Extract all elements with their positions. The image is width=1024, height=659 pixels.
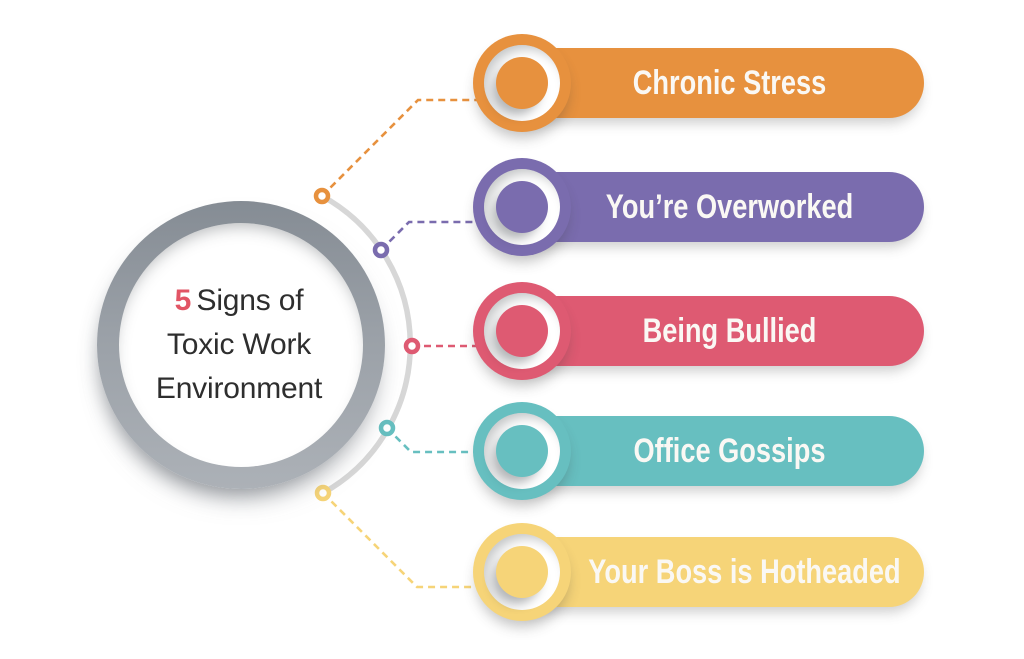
pill-ring-core	[496, 181, 548, 233]
connector-bullied	[403, 337, 476, 355]
list-item-bullied: Being Bullied	[473, 282, 924, 380]
pill-bar	[522, 48, 924, 118]
pill-label: Office Gossips	[633, 432, 826, 470]
pill-ring	[473, 158, 571, 256]
connector-dot	[378, 419, 396, 437]
list-item-hotheaded: Your Boss is Hotheaded	[473, 523, 924, 621]
pill-bar	[522, 296, 924, 366]
connector-dot	[314, 484, 332, 502]
connector-line	[321, 98, 478, 197]
pill-bar	[522, 172, 924, 242]
list-item-gossips: Office Gossips	[473, 402, 924, 500]
connector-dot	[372, 241, 390, 259]
pill-ring-core	[496, 305, 548, 357]
pill-ring-white	[484, 169, 560, 245]
connector-dot	[313, 187, 331, 205]
connector-chronic-stress	[313, 98, 478, 205]
pill-ring-white	[484, 413, 560, 489]
hub-title-line-1-text: Signs of	[196, 284, 304, 317]
connector-hotheaded	[314, 484, 478, 589]
pill-bar	[522, 537, 924, 607]
pill-ring-white	[484, 534, 560, 610]
connector-overworked	[372, 220, 478, 259]
pill-ring	[473, 34, 571, 132]
pill-ring-core	[496, 57, 548, 109]
pill-ring-core	[496, 546, 548, 598]
pill-label: Being Bullied	[642, 312, 817, 350]
hub-title-line-2: Toxic Work	[166, 328, 312, 361]
pill-label: Your Boss is Hotheaded	[588, 553, 901, 591]
pill-label: You’re Overworked	[605, 188, 854, 226]
list-item-overworked: You’re Overworked	[473, 158, 924, 256]
pill-bar	[522, 416, 924, 486]
connector-dot	[403, 337, 421, 355]
pill-ring	[473, 523, 571, 621]
pill-ring-white	[484, 293, 560, 369]
connector-gossips	[378, 419, 478, 454]
pill-label: Chronic Stress	[632, 64, 827, 102]
pill-ring-white	[484, 45, 560, 121]
connector-line	[386, 427, 478, 454]
hub-title-number: 5	[174, 284, 192, 317]
pill-ring	[473, 282, 571, 380]
pill-ring-core	[496, 425, 548, 477]
pill-ring	[473, 402, 571, 500]
connector-line	[380, 220, 478, 251]
connector-line	[322, 492, 478, 589]
hub-title-line-3: Environment	[155, 372, 323, 405]
list-item-chronic-stress: Chronic Stress	[473, 34, 924, 132]
